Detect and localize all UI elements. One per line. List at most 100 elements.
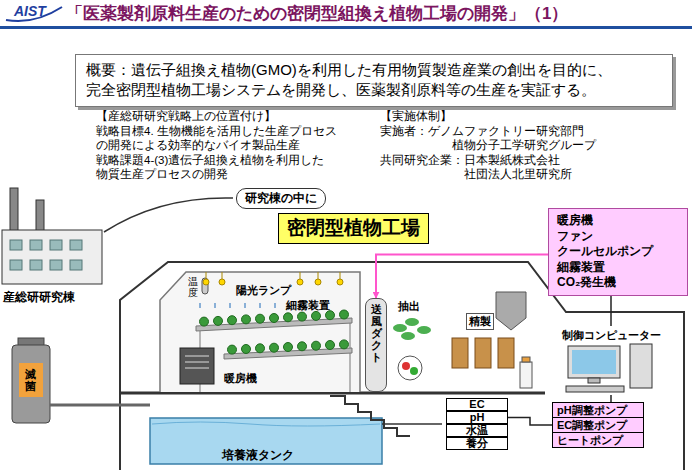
callout-bubble: 研究棟の中に <box>236 188 326 209</box>
grow-lamps <box>203 272 343 285</box>
plant-trays <box>200 310 349 354</box>
plant-trays <box>340 310 349 319</box>
plant-trays <box>256 344 265 353</box>
research-building-icon <box>70 260 82 270</box>
extraction-illustration <box>498 338 514 368</box>
heater <box>185 362 209 363</box>
part-label: 細霧装置 <box>286 299 330 312</box>
node-text: 制御コンピューター <box>556 328 666 343</box>
temperature-sensor <box>202 278 208 294</box>
organization-text: 実施者：ゲノムファクトリー研究部門 植物分子工学研究グループ <box>380 125 620 153</box>
part-label: 温度 <box>188 276 198 298</box>
extraction-illustration <box>398 356 422 380</box>
heater <box>185 368 209 369</box>
sterilizer <box>12 345 50 423</box>
computer-illustration <box>630 344 652 388</box>
extraction-illustration <box>496 292 526 330</box>
factory-building <box>160 272 360 392</box>
part-label: 抽出 <box>398 300 420 313</box>
section-heading: 【産総研研究戦略上の位置付け】 <box>96 110 276 124</box>
extraction-illustration <box>520 362 532 388</box>
summary-box: 概要：遺伝子組換え植物(GMO)を利用した有用物質製造産業の創出を目的に、 完全… <box>75 54 673 107</box>
part-label: 滅菌 <box>25 368 36 392</box>
section-heading: 【実施体制】 <box>380 110 452 124</box>
air-duct: 送風ダクト <box>365 298 387 392</box>
node-text: ヒートポンプ <box>557 434 639 446</box>
equipment-box: 暖房機ファンクールセルポンプ細霧装置CO₂発生機 <box>548 208 688 296</box>
node-text: 研究棟の中に <box>245 190 317 207</box>
node-text: 密閉型植物工場 <box>287 217 420 240</box>
extraction-illustration <box>401 332 415 340</box>
mist-nozzles <box>274 303 276 308</box>
sensor-box: EC <box>446 398 508 411</box>
plant-trays <box>326 341 335 350</box>
node-text: クールセルポンプ <box>557 244 679 260</box>
node-text: 水温 <box>447 425 507 436</box>
heater <box>180 348 214 384</box>
nutrient-tank <box>382 423 442 425</box>
plant-trays <box>200 317 209 326</box>
plant-trays <box>326 311 335 320</box>
node-text: 細霧装置 <box>557 260 679 276</box>
slide-title: 「医薬製剤原料生産のための密閉型組換え植物工場の開発」（1） <box>66 2 568 25</box>
plant-trays <box>270 343 279 352</box>
extraction-illustration <box>393 324 407 332</box>
research-building-icon <box>10 240 82 270</box>
nutrient-tank <box>150 418 382 464</box>
grow-lamps <box>300 272 301 279</box>
node-text: 暖房機 <box>557 213 679 229</box>
node-text: ファン <box>557 229 679 245</box>
nutrient-tank <box>150 418 442 464</box>
plant-trays <box>340 340 349 349</box>
building-label: 産総研研究棟 <box>3 290 75 304</box>
heater <box>180 348 214 384</box>
research-building-icon <box>50 260 62 270</box>
research-building-icon <box>30 260 42 270</box>
research-building-icon <box>2 230 102 284</box>
extraction-illustration <box>402 362 410 370</box>
plant-trays <box>312 341 321 350</box>
title-box: 密閉型植物工場 <box>278 213 429 244</box>
node-text: pH調整ポンプ <box>557 404 639 416</box>
extraction-illustration <box>522 357 530 362</box>
research-building-icon <box>50 240 62 250</box>
research-building-icon <box>30 240 42 250</box>
stairs <box>330 396 410 436</box>
plant-trays <box>256 314 265 323</box>
mist-nozzles <box>200 303 275 308</box>
sterilizer <box>50 404 150 407</box>
node-text: 養分 <box>447 438 507 449</box>
strategy-text: 戦略課題4-(3)遺伝子組換え植物を利用した 物質生産プロセスの開発 <box>96 154 366 182</box>
extraction-illustration <box>417 326 431 334</box>
research-building-icon <box>70 240 82 250</box>
node-text: CO₂発生機 <box>557 275 679 291</box>
nutrient-tank <box>152 422 380 426</box>
mist-nozzles <box>259 303 261 308</box>
grow-lamps <box>315 279 321 285</box>
node-text: 送風ダクト <box>371 303 382 363</box>
node-text: EC調整ポンプ <box>557 419 639 431</box>
plant-trays <box>284 343 293 352</box>
plant-trays <box>270 314 279 323</box>
grow-lamps <box>297 279 303 285</box>
research-building-icon <box>36 200 44 232</box>
organization-text: 共同研究企業：日本製紙株式会社 社団法人北里研究所 <box>380 154 630 182</box>
plant-trays <box>228 345 237 354</box>
research-building-icon <box>10 188 18 232</box>
grow-lamps <box>337 279 343 285</box>
plant-trays <box>284 313 293 322</box>
mist-nozzles <box>244 303 246 308</box>
computer-illustration <box>566 344 652 392</box>
node-text: 概要：遺伝子組換え植物(GMO)を利用した有用物質製造産業の創出を目的に、 完全… <box>86 60 662 101</box>
plant-trays <box>242 315 251 324</box>
temperature-sensor <box>202 278 208 294</box>
connector <box>508 418 552 426</box>
part-label: 培養液タンク <box>222 448 294 462</box>
sensor-box: 水温 <box>446 424 508 437</box>
connector <box>610 395 612 402</box>
sterilizer <box>19 363 43 397</box>
computer-illustration <box>566 386 624 392</box>
connector <box>610 296 612 326</box>
grow-lamps <box>206 272 207 279</box>
